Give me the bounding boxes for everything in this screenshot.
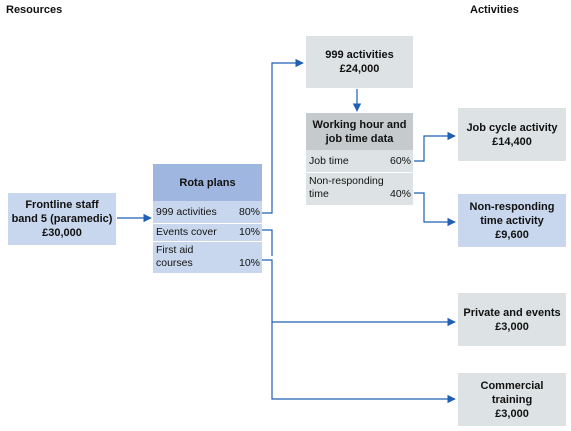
job-cycle-amount: £14,400 [492,135,532,148]
job-cycle-title: Job cycle activity [466,121,558,134]
activities-999-title: 999 activities [325,49,394,61]
non-responding-line2: time activity [480,214,544,227]
rota-row-pct: 10% [238,257,260,269]
rota-row-pct: 80% [238,206,260,218]
working-hour-rows: Job time 60% Non-responding time 40% [306,150,413,205]
working-row-job-time: Job time 60% [306,155,413,168]
arrow-nonresp-to-nonresp-activity [414,192,456,227]
activities-999-amount: £24,000 [339,63,380,75]
job-cycle-activity-box: Job cycle activity £14,400 [458,108,566,161]
commercial-amount: £3,000 [495,407,529,420]
rota-row-events: Events cover 10% [153,223,262,239]
working-row-pct: 60% [389,155,411,167]
working-hour-box: Working hour and job time data Job time … [306,113,413,205]
frontline-line2: band 5 (paramedic) [11,213,113,225]
working-row-non-responding: Non-responding time 40% [306,172,413,201]
arrow-jobtime-to-jobcycle [414,131,456,162]
private-events-box: Private and events £3,000 [458,293,566,346]
arrow-events-branch [262,229,273,256]
working-hour-title: Working hour and job time data [306,113,413,150]
commercial-training-box: Commercial training £3,000 [458,373,566,426]
frontline-amount: £30,000 [42,227,82,239]
working-hour-title-line2: job time data [325,132,394,145]
rota-plans-box: Rota plans 999 activities 80% Events cov… [153,164,262,273]
commercial-line1: Commercial [480,379,544,392]
non-responding-line1: Non-responding [469,200,555,213]
rota-row-label: First aid courses [156,244,194,269]
rota-row-999: 999 activities 80% [153,206,262,219]
working-row-label: Non-responding time [309,175,384,200]
non-responding-activity-box: Non-responding time activity £9,600 [458,194,566,247]
arrow-rota-to-commercial [271,322,456,404]
rota-plans-rows: 999 activities 80% Events cover 10% Firs… [153,201,262,273]
working-row-pct: 40% [389,188,411,200]
private-events-title: Private and events [463,306,561,319]
arrow-rota-to-private [262,259,456,327]
rota-row-label: Events cover [156,226,217,238]
commercial-line2: training [491,393,533,406]
working-hour-title-line1: Working hour and [312,118,407,131]
rota-row-first-aid: First aid courses 10% [153,241,262,270]
arrow-rota-to-999 [262,58,304,214]
resources-header: Resources [6,4,63,16]
working-row-label: Job time [309,155,349,167]
frontline-staff-box: Frontline staff band 5 (paramedic) £30,0… [8,193,116,245]
rota-plans-title: Rota plans [153,164,262,201]
activities-999-box: 999 activities £24,000 [306,36,413,88]
rota-row-pct: 10% [238,226,260,238]
frontline-line1: Frontline staff [25,199,99,211]
activities-header: Activities [470,4,519,16]
rota-row-label: 999 activities [156,206,217,218]
private-events-amount: £3,000 [495,320,529,333]
non-responding-amount: £9,600 [495,228,529,241]
